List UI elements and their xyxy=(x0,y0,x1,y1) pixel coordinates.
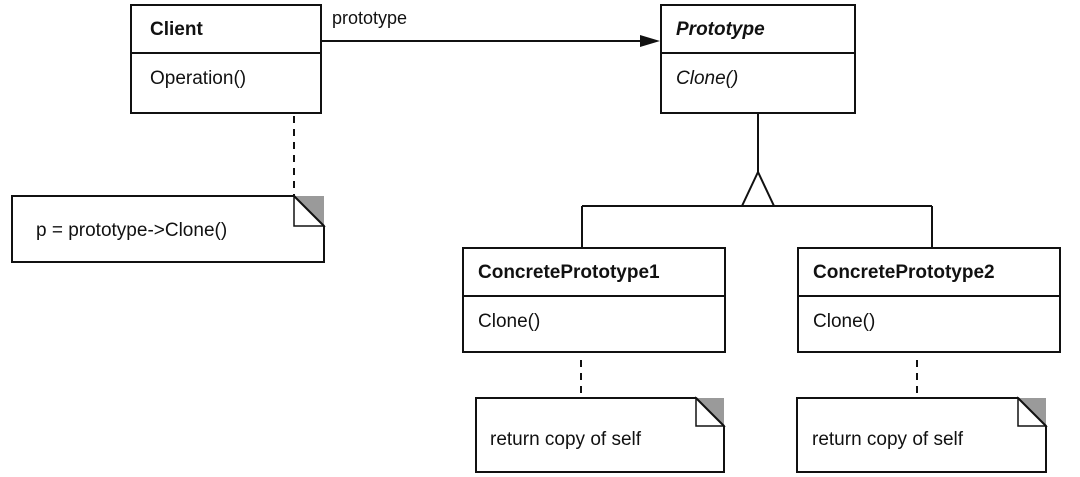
prototype-class-operations: Clone() xyxy=(662,54,854,112)
concrete-prototype-2-name: ConcretePrototype2 xyxy=(813,262,995,283)
concrete-prototype-2-operations: Clone() xyxy=(799,297,1059,351)
concrete2-note-shape xyxy=(796,396,1048,473)
inheritance-triangle xyxy=(740,169,776,207)
client-class-name: Client xyxy=(150,19,203,40)
prototype-class: Prototype Clone() xyxy=(660,4,856,114)
prototype-class-header: Prototype xyxy=(662,6,854,54)
client-operation: Operation() xyxy=(150,68,247,89)
client-note-shape xyxy=(11,194,326,263)
concrete-prototype-1-operations: Clone() xyxy=(464,297,724,351)
prototype-operation: Clone() xyxy=(676,68,739,89)
association-label: prototype xyxy=(332,8,408,28)
client-note-text: p = prototype->Clone() xyxy=(36,220,228,241)
concrete-prototype-1-operation: Clone() xyxy=(478,311,541,332)
association-arrowhead xyxy=(640,35,660,47)
concrete-prototype-2-operation: Clone() xyxy=(813,311,876,332)
concrete-prototype-1-class: ConcretePrototype1 Clone() xyxy=(462,247,726,353)
client-class-operations: Operation() xyxy=(132,54,320,112)
concrete-prototype-1-note-text: return copy of self xyxy=(490,429,642,450)
client-class: Client Operation() xyxy=(130,4,322,114)
concrete-prototype-2-note-text: return copy of self xyxy=(812,429,964,450)
concrete1-note-shape xyxy=(475,396,726,473)
concrete-prototype-1-header: ConcretePrototype1 xyxy=(464,249,724,297)
client-class-header: Client xyxy=(132,6,320,54)
concrete-prototype-2-class: ConcretePrototype2 Clone() xyxy=(797,247,1061,353)
concrete-prototype-2-header: ConcretePrototype2 xyxy=(799,249,1059,297)
prototype-class-name: Prototype xyxy=(676,19,765,40)
concrete-prototype-1-name: ConcretePrototype1 xyxy=(478,262,660,283)
